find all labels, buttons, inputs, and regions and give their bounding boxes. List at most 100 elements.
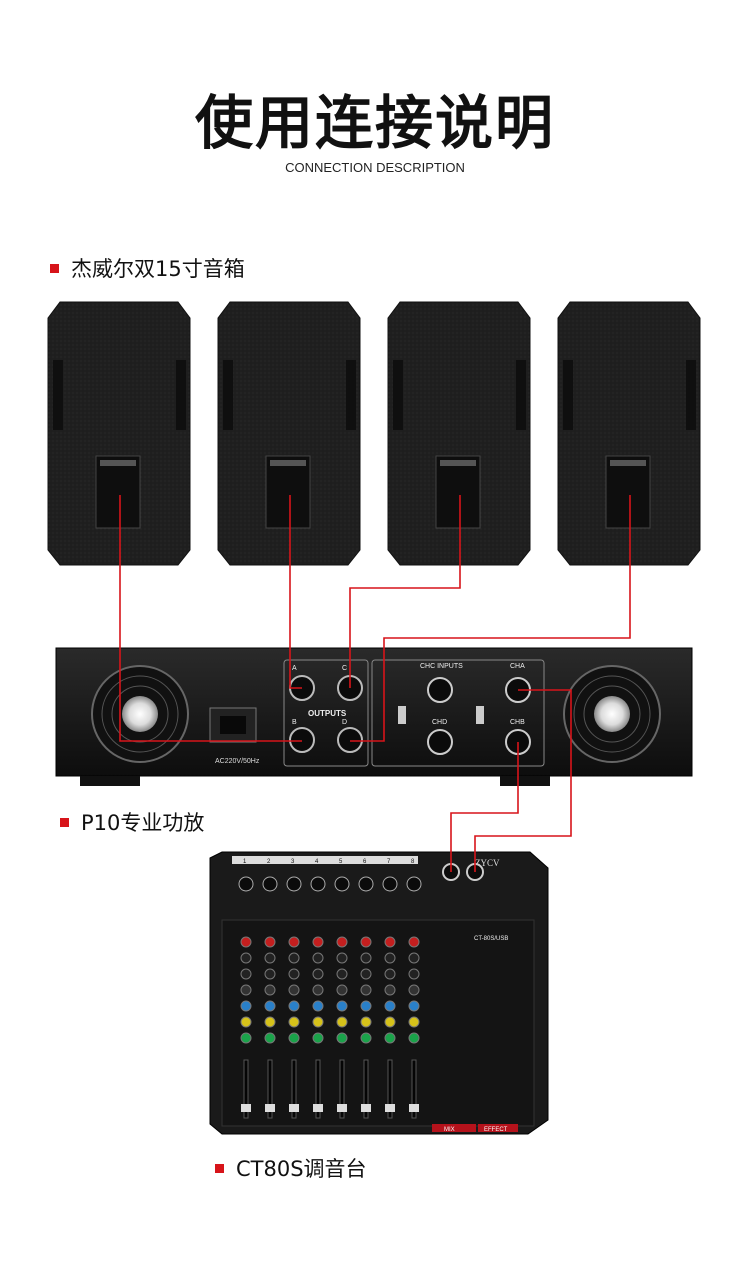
channel-knob[interactable]	[288, 1032, 300, 1044]
outputs-label: OUTPUTS	[308, 709, 347, 718]
channel-knob[interactable]	[312, 952, 324, 964]
channel-knob[interactable]	[360, 1032, 372, 1044]
channel-knob[interactable]	[288, 1016, 300, 1028]
channel-fader[interactable]	[243, 1059, 249, 1119]
channel-knob[interactable]	[336, 952, 348, 964]
mixer-model: CT-80S/USB	[474, 936, 508, 942]
channel-knob[interactable]	[288, 968, 300, 980]
channel-fader[interactable]	[267, 1059, 273, 1119]
channel-knob[interactable]	[336, 936, 348, 948]
fader-cap[interactable]	[361, 1104, 371, 1112]
speaker-3	[387, 301, 531, 566]
fader-cap[interactable]	[313, 1104, 323, 1112]
bullet-icon	[60, 817, 69, 827]
speaker-4	[557, 301, 701, 566]
channel-knob[interactable]	[240, 984, 252, 996]
channel-knob[interactable]	[240, 1000, 252, 1012]
fader-cap[interactable]	[337, 1104, 347, 1112]
channel-input-jack[interactable]	[406, 876, 422, 892]
channel-knob[interactable]	[408, 952, 420, 964]
channel-knob[interactable]	[288, 952, 300, 964]
fader-cap[interactable]	[409, 1104, 419, 1112]
channel-knob[interactable]	[384, 1016, 396, 1028]
channel-knob[interactable]	[360, 968, 372, 980]
channel-input-jack[interactable]	[382, 876, 398, 892]
channel-number: 4	[315, 859, 319, 865]
channel-knob[interactable]	[336, 984, 348, 996]
cables	[119, 495, 631, 872]
channel-input-jack[interactable]	[262, 876, 278, 892]
channel-fader[interactable]	[411, 1059, 417, 1119]
channel-knob[interactable]	[336, 1016, 348, 1028]
fader-cap[interactable]	[241, 1104, 251, 1112]
channel-knob[interactable]	[240, 1016, 252, 1028]
channel-knob[interactable]	[408, 984, 420, 996]
channel-knob[interactable]	[384, 984, 396, 996]
channel-knob[interactable]	[312, 1016, 324, 1028]
channel-knob[interactable]	[384, 968, 396, 980]
channel-knob[interactable]	[408, 936, 420, 948]
channel-knob[interactable]	[360, 952, 372, 964]
channel-knob[interactable]	[384, 1032, 396, 1044]
channel-knob[interactable]	[408, 1000, 420, 1012]
channel-knob[interactable]	[408, 1016, 420, 1028]
channel-knob[interactable]	[264, 968, 276, 980]
speakers-label: 杰威尔双15寸音箱	[71, 257, 245, 281]
channel-fader[interactable]	[387, 1059, 393, 1119]
channel-knob[interactable]	[360, 1000, 372, 1012]
fader-cap[interactable]	[385, 1104, 395, 1112]
channel-knob[interactable]	[360, 1016, 372, 1028]
channel-knob[interactable]	[384, 936, 396, 948]
channel-knob[interactable]	[312, 936, 324, 948]
channel-knob[interactable]	[360, 936, 372, 948]
channel-knob[interactable]	[264, 1016, 276, 1028]
channel-fader[interactable]	[339, 1059, 345, 1119]
channel-knob[interactable]	[264, 1000, 276, 1012]
channel-input-jack[interactable]	[310, 876, 326, 892]
channel-fader[interactable]	[315, 1059, 321, 1119]
channel-input-jack[interactable]	[286, 876, 302, 892]
inputs-label: CHC INPUTS	[420, 663, 463, 670]
channel-knob[interactable]	[240, 1032, 252, 1044]
channel-number: 3	[291, 859, 295, 865]
channel-knob[interactable]	[240, 936, 252, 948]
channel-knob[interactable]	[336, 1000, 348, 1012]
amplifier: AC220V/50Hz A C B D OUTPUTS CHC INPUTS C…	[55, 647, 693, 786]
channel-input-jack[interactable]	[334, 876, 350, 892]
fader-cap[interactable]	[289, 1104, 299, 1112]
channel-fader[interactable]	[363, 1059, 369, 1119]
speaker-2	[217, 301, 361, 566]
fader-cap[interactable]	[265, 1104, 275, 1112]
channel-knob[interactable]	[312, 968, 324, 980]
channel-knob[interactable]	[264, 1032, 276, 1044]
channel-knob[interactable]	[384, 1000, 396, 1012]
channel-fader[interactable]	[291, 1059, 297, 1119]
channel-knob[interactable]	[264, 936, 276, 948]
channel-knob[interactable]	[312, 1032, 324, 1044]
channel-knob[interactable]	[288, 984, 300, 996]
channel-knob[interactable]	[240, 968, 252, 980]
channel-knob[interactable]	[408, 1032, 420, 1044]
channel-input-jack[interactable]	[358, 876, 374, 892]
channel-knob[interactable]	[264, 952, 276, 964]
channel-knob[interactable]	[408, 968, 420, 980]
channel-knob[interactable]	[312, 1000, 324, 1012]
channel-knob[interactable]	[384, 952, 396, 964]
channel-knob[interactable]	[336, 1032, 348, 1044]
channel-input-jack[interactable]	[238, 876, 254, 892]
channel-knob[interactable]	[240, 952, 252, 964]
channel-number: 6	[363, 859, 367, 865]
channel-knob[interactable]	[360, 984, 372, 996]
channel-knob[interactable]	[264, 984, 276, 996]
mixer-logo: ZYCV	[475, 858, 500, 868]
channel-knob[interactable]	[336, 968, 348, 980]
page-subtitle: CONNECTION DESCRIPTION	[285, 160, 465, 175]
channel-knob[interactable]	[288, 1000, 300, 1012]
channel-knob[interactable]	[312, 984, 324, 996]
channel-knob[interactable]	[288, 936, 300, 948]
amplifier-section-label: P10专业功放	[60, 807, 204, 837]
bullet-icon	[50, 263, 59, 273]
fan-right-icon	[563, 665, 661, 763]
